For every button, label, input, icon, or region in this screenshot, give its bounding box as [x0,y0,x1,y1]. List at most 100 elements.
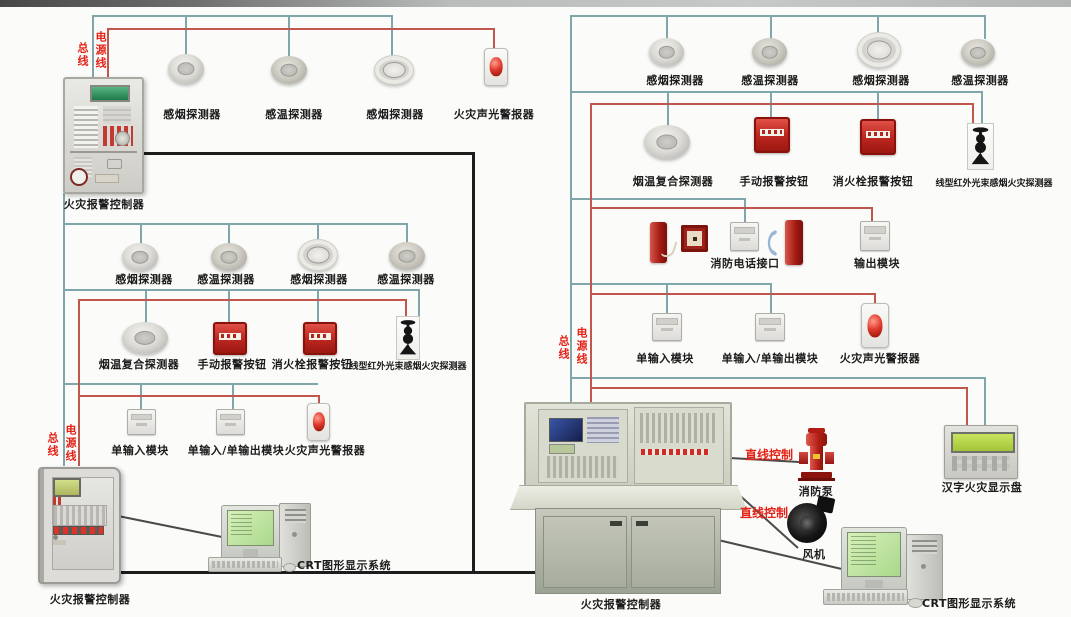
console-desk [510,485,747,510]
main-fire-alarm-console [510,400,747,595]
heat-detector [752,38,787,66]
bus-line [570,283,772,285]
bus-line [317,223,319,241]
power-line [405,299,407,317]
power-line [874,293,876,303]
bus-line [63,289,420,291]
combo-detector [122,322,168,354]
fire-display-panel [944,425,1018,479]
cabinet-door [631,516,715,588]
io-module [755,313,785,341]
power-line [871,207,873,221]
name-tag [95,174,119,183]
io-module [216,409,245,435]
device-label: 感烟探测器 [163,108,221,121]
smoke-detector [298,239,338,271]
device-label: 单输入模块 [111,444,169,457]
crt-monitor [221,505,280,560]
direct-control-label: 直线控制 [739,506,789,520]
bus-line [391,15,393,57]
beam-detector [967,123,994,170]
power-line [107,28,109,77]
controller-label: 火灾报警控制器 [63,198,145,211]
fire-telephone [650,222,667,263]
bus-line [770,283,772,313]
bus-line [877,15,879,33]
bus-line [228,223,230,245]
bus-line [63,223,408,225]
device-label: 手动报警按钮 [197,358,267,371]
led-row [641,449,709,455]
output-module [860,221,890,251]
console-right-panel [634,407,724,484]
bus-line [570,15,572,403]
console-left-panel [538,409,628,483]
input-module [652,313,682,341]
cabinet-door [543,516,627,588]
name-tag [53,540,67,545]
vent-slats [547,456,619,478]
sound-light-alarm [307,403,330,441]
bus-line [666,15,668,38]
fire-pump [797,428,836,482]
bus-line [92,15,94,77]
device-label: 输出模块 [854,257,900,270]
pump-foot [798,478,835,481]
bus-line [570,91,983,93]
controller-label: 火灾报警控制器 [580,598,662,611]
blue-handset [762,228,780,258]
power-label: 电源线 [94,31,107,70]
device-label: 消火栓报警按钮 [271,358,353,371]
bus-label: 总线 [76,42,89,68]
fire-telephone [785,220,803,265]
power-line [493,28,495,50]
power-line [318,395,320,403]
signal-line [472,152,475,574]
device-label: 消防泵 [798,485,834,498]
power-line [78,395,319,397]
keyhole [53,535,58,541]
heat-detector [211,243,247,271]
keyboard [208,557,282,572]
sound-light-alarm [484,48,508,86]
signal-line [140,152,474,155]
crt-monitor [841,527,907,591]
door-handle [610,521,622,526]
bottom-edge-strip [0,0,1071,7]
device-label: 线型红外光束感烟火灾探测器 [349,362,467,372]
heat-detector [389,242,425,270]
lcd-display [951,431,1015,454]
power-label: 电源线 [575,327,588,366]
pump-flange [825,452,834,464]
bus-line [981,91,983,123]
beam-detector [396,316,420,360]
bus-line [63,193,65,466]
device-label: 感温探测器 [377,273,435,286]
pump-cap [808,428,825,433]
crt-label: CRT图形显示系统 [921,597,1017,610]
smoke-detector [168,54,204,84]
fire-alarm-controller-panel [38,467,121,584]
device-label: 风机 [802,548,826,561]
device-label: 消防电话接口 [710,257,780,270]
bus-line [984,15,986,39]
smoke-detector [857,32,901,68]
power-line [590,103,974,105]
pump-nameplate [813,454,820,459]
fan-hub [800,516,814,530]
telephone-interface-module [730,222,759,251]
led-row [53,525,105,536]
bus-line [770,15,772,38]
device-label: 消火栓报警按钮 [832,175,914,188]
smoke-detector [122,243,158,271]
device-label: 感温探测器 [265,108,323,121]
bus-line [570,377,986,379]
device-label: 火灾声光警报器 [453,108,535,121]
lcd-display [53,478,81,497]
pump-flange [799,452,808,464]
bus-line [145,289,147,323]
controller-display [90,85,130,102]
monitor-base [865,580,883,588]
bus-line [570,15,986,17]
